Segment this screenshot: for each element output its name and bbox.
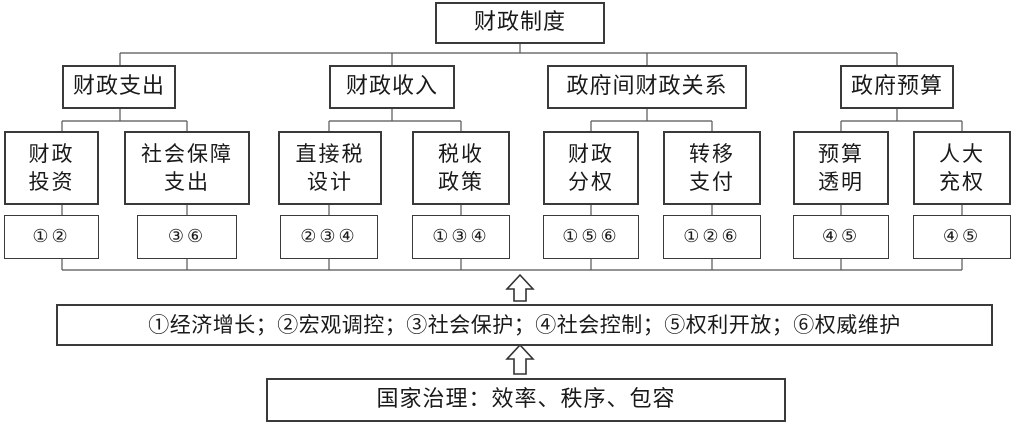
goal-refs-tax-policy: ①③④ — [412, 215, 510, 259]
sub-transfer-payments: 转移 支付 — [663, 131, 761, 205]
category-fiscal-expenditure: 财政支出 — [62, 65, 176, 109]
goal-refs-fiscal-investment: ①② — [4, 215, 99, 259]
goal-refs-social-security-spending: ③⑥ — [137, 215, 237, 259]
sub-direct-tax-design: 直接税 设计 — [278, 131, 382, 205]
category-fiscal-revenue: 财政收入 — [329, 65, 455, 109]
national-governance-box: 国家治理：效率、秩序、包容 — [266, 378, 786, 422]
sub-tax-policy: 税收 政策 — [412, 131, 510, 205]
up-arrow-upper — [505, 273, 535, 302]
top-node-fiscal-system: 财政制度 — [435, 2, 605, 44]
goal-refs-budget-transparency: ④⑤ — [793, 215, 889, 259]
goal-refs-npc-empowerment: ④⑤ — [913, 215, 1011, 259]
up-arrow-lower — [505, 343, 535, 375]
sub-fiscal-decentralization: 财政 分权 — [543, 131, 639, 205]
sub-npc-empowerment: 人大 充权 — [913, 131, 1011, 205]
sub-budget-transparency: 预算 透明 — [793, 131, 889, 205]
category-intergovernmental-relations: 政府间财政关系 — [547, 65, 747, 109]
sub-fiscal-investment: 财政 投资 — [4, 131, 99, 205]
category-government-budget: 政府预算 — [840, 65, 954, 109]
goal-refs-direct-tax-design: ②③④ — [280, 215, 378, 259]
goal-refs-fiscal-decentralization: ①⑤⑥ — [543, 215, 639, 259]
sub-social-security-spending: 社会保障 支出 — [124, 131, 250, 205]
goal-refs-transfer-payments: ①②⑥ — [663, 215, 761, 259]
policy-goals-box: ①经济增长；②宏观调控；③社会保护；④社会控制；⑤权利开放；⑥权威维护 — [56, 304, 993, 346]
